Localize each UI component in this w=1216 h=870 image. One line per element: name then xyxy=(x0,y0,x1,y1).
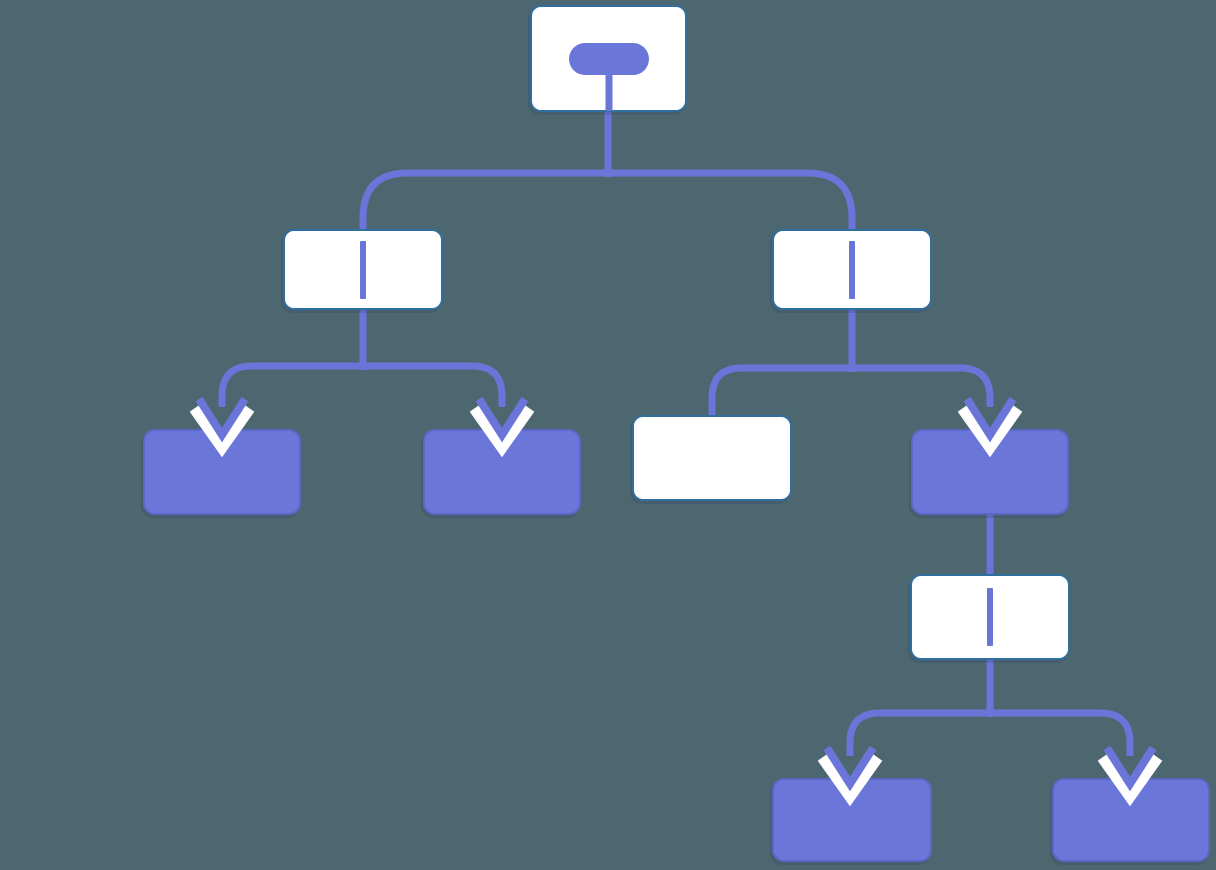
node-empty-node[interactable] xyxy=(632,415,792,501)
arrowhead-chevron-icon xyxy=(823,745,877,792)
arrowhead-chevron-icon xyxy=(963,396,1017,443)
divider-bar-icon xyxy=(360,240,366,299)
arrowhead-outline-chevron-icon xyxy=(469,404,535,458)
arrowhead-chevron-icon xyxy=(475,396,529,443)
connector-edge[interactable] xyxy=(359,169,856,233)
arrowhead-outline-chevron-icon xyxy=(189,404,255,458)
connector-edge[interactable] xyxy=(218,362,363,407)
connector-edge[interactable] xyxy=(990,709,1134,756)
arrowhead-chevron-icon xyxy=(195,396,249,443)
connector-edge[interactable] xyxy=(708,364,852,418)
root-pill-icon xyxy=(568,43,649,75)
root-stem-icon xyxy=(605,73,612,111)
divider-bar-icon xyxy=(987,588,993,646)
divider-bar-icon xyxy=(849,240,855,299)
connector-edge[interactable] xyxy=(363,362,506,407)
arrowhead-outline-chevron-icon xyxy=(957,404,1023,458)
connector-edge[interactable] xyxy=(852,364,994,407)
node-divider-2[interactable] xyxy=(910,574,1070,660)
arrowhead-outline-chevron-icon xyxy=(817,753,883,807)
node-branch-right[interactable] xyxy=(772,229,932,310)
arrowhead-outline-chevron-icon xyxy=(1097,753,1163,807)
node-branch-left[interactable] xyxy=(283,229,443,310)
connector-edge[interactable] xyxy=(846,709,990,756)
arrowhead-chevron-icon xyxy=(1103,745,1157,792)
node-root[interactable] xyxy=(530,5,687,112)
